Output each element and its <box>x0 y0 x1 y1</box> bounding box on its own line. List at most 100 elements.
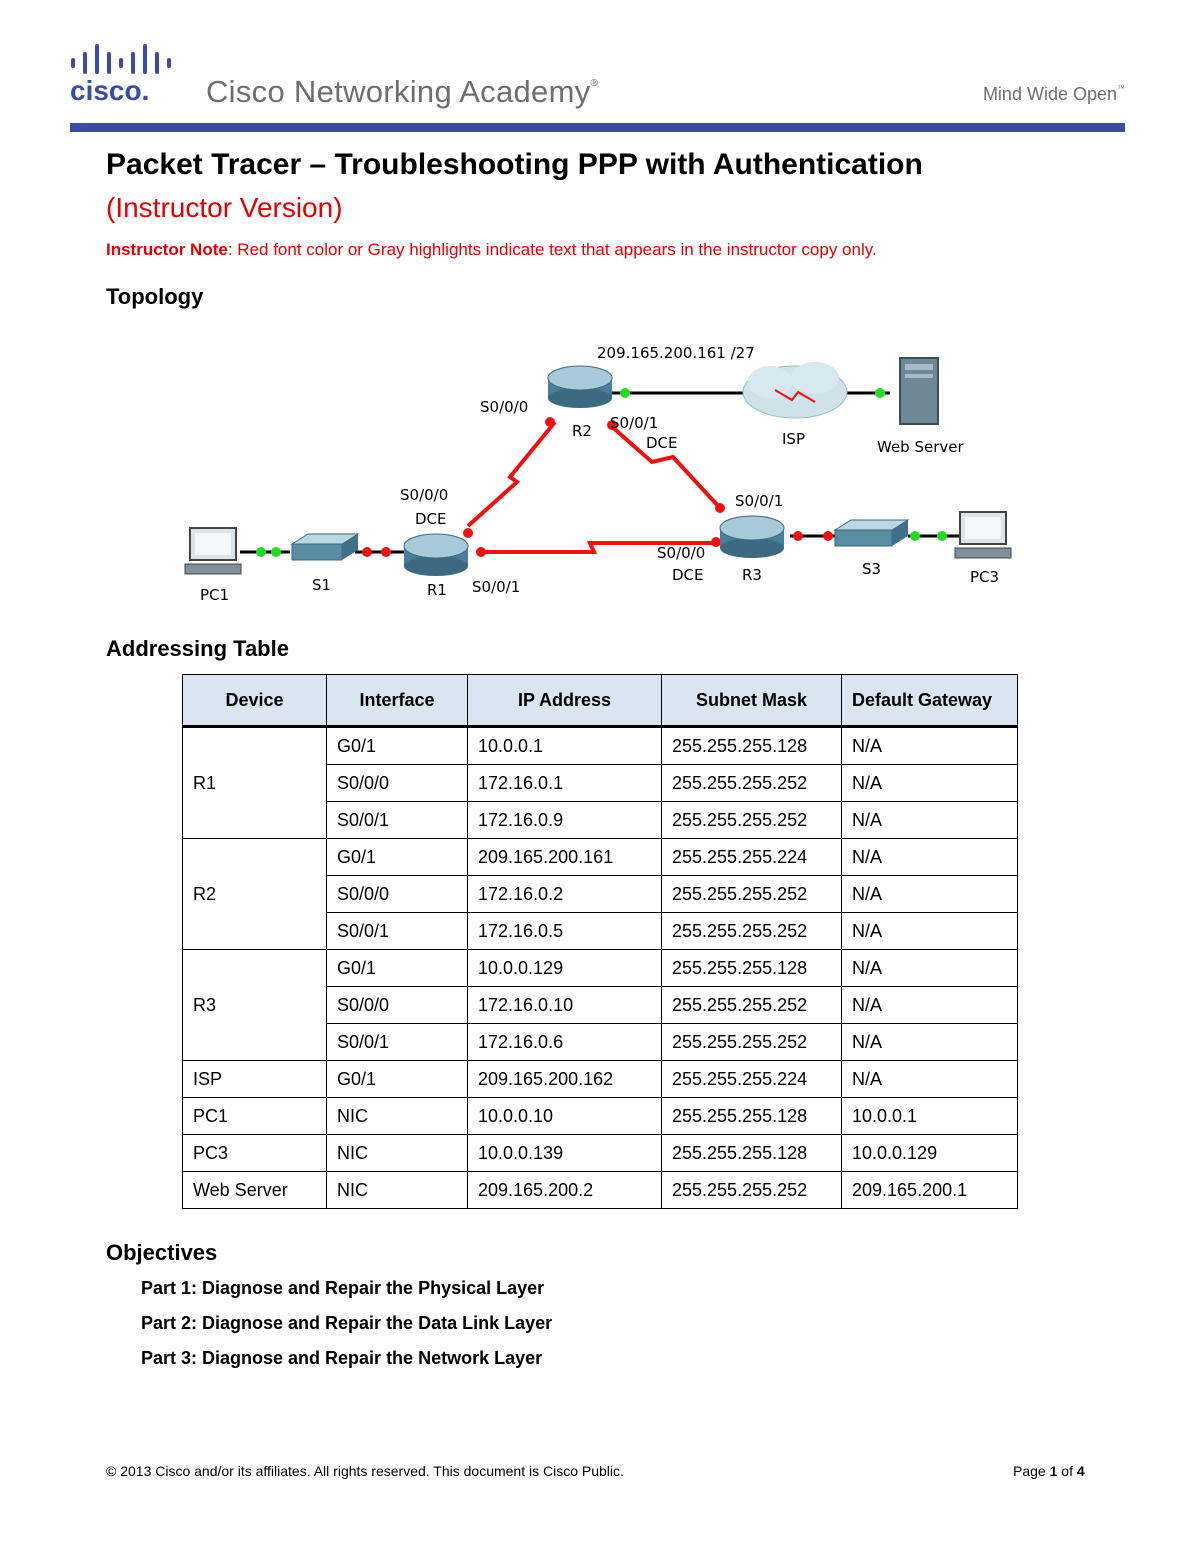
table-cell: S0/0/1 <box>326 1023 468 1061</box>
port-dots <box>256 388 947 557</box>
table-cell: PC3 <box>182 1134 327 1172</box>
column-header: Device <box>182 674 327 728</box>
table-cell: G0/1 <box>326 726 468 765</box>
table-cell: 10.0.0.1 <box>467 726 662 765</box>
pc3-label: PC3 <box>970 568 999 586</box>
table-cell: 255.255.255.252 <box>661 801 842 839</box>
r2-s000-label: S0/0/0 <box>480 398 528 416</box>
web-server-icon <box>899 357 939 425</box>
pc1-icon <box>184 527 242 575</box>
table-header-row: Device Interface IP Address Subnet Mask … <box>182 674 1018 728</box>
table-cell: 209.165.200.162 <box>467 1060 662 1098</box>
table-cell: 10.0.0.129 <box>467 949 662 987</box>
router-r2-icon <box>547 365 613 408</box>
r2-dce-label: DCE <box>646 434 678 452</box>
addressing-table: Device Interface IP Address Subnet Mask … <box>182 674 1018 1209</box>
table-cell: NIC <box>326 1134 468 1172</box>
isp-network-label: 209.165.200.161 /27 <box>597 344 755 362</box>
topology-heading: Topology <box>106 284 204 309</box>
r1-s001-label: S0/0/1 <box>472 578 520 596</box>
table-cell: G0/1 <box>326 949 468 987</box>
table-cell: 255.255.255.252 <box>661 1171 842 1209</box>
table-cell: 209.165.200.161 <box>467 838 662 876</box>
table-cell: N/A <box>841 1023 1018 1061</box>
table-cell: PC1 <box>182 1097 327 1135</box>
cisco-logo: cisco. <box>70 44 171 106</box>
table-cell: G0/1 <box>326 838 468 876</box>
table-cell: NIC <box>326 1171 468 1209</box>
r3-dce-label: DCE <box>672 566 704 584</box>
objective-item: Part 2: Diagnose and Repair the Data Lin… <box>141 1313 553 1333</box>
router-r1-icon <box>403 533 469 576</box>
table-cell: 172.16.0.5 <box>467 912 662 950</box>
objective-item: Part 3: Diagnose and Repair the Network … <box>141 1348 543 1368</box>
s3-label: S3 <box>862 560 881 578</box>
table-cell: S0/0/1 <box>326 801 468 839</box>
objectives-list: Part 1: Diagnose and Repair the Physical… <box>141 1277 552 1382</box>
table-cell: Web Server <box>182 1171 327 1209</box>
table-cell: N/A <box>841 1060 1018 1098</box>
table-cell: 172.16.0.9 <box>467 801 662 839</box>
table-cell: S0/0/0 <box>326 764 468 802</box>
academy-name: Cisco Networking Academy® <box>206 74 599 109</box>
column-header: Subnet Mask <box>661 674 842 728</box>
table-cell: 255.255.255.128 <box>661 726 842 765</box>
table-cell: 10.0.0.1 <box>841 1097 1018 1135</box>
table-cell: R2 <box>182 838 327 950</box>
table-cell: N/A <box>841 875 1018 913</box>
table-cell: 172.16.0.6 <box>467 1023 662 1061</box>
table-cell: 255.255.255.252 <box>661 986 842 1024</box>
table-cell: 255.255.255.128 <box>661 1134 842 1172</box>
table-cell: 172.16.0.2 <box>467 875 662 913</box>
objectives-heading: Objectives <box>106 1240 218 1265</box>
serial-r1-r2 <box>466 420 557 528</box>
table-cell: R3 <box>182 949 327 1061</box>
footer-copyright: © 2013 Cisco and/or its affiliates. All … <box>106 1463 624 1479</box>
isp-label: ISP <box>782 430 805 448</box>
table-cell: N/A <box>841 912 1018 950</box>
column-header: IP Address <box>467 674 662 728</box>
r2-label: R2 <box>572 422 592 440</box>
table-cell: R1 <box>182 726 327 839</box>
table-cell: 10.0.0.139 <box>467 1134 662 1172</box>
table-cell: 172.16.0.1 <box>467 764 662 802</box>
column-header: Interface <box>326 674 468 728</box>
router-r3-icon <box>719 515 785 558</box>
web-server-label: Web Server <box>877 438 964 456</box>
r1-label: R1 <box>427 581 447 599</box>
table-cell: S0/0/0 <box>326 986 468 1024</box>
r1-dce-label: DCE <box>415 510 447 528</box>
table-cell: N/A <box>841 949 1018 987</box>
table-cell: 255.255.255.252 <box>661 764 842 802</box>
addressing-heading: Addressing Table <box>106 636 289 661</box>
instructor-version-label: (Instructor Version) <box>106 192 343 223</box>
table-cell: 255.255.255.252 <box>661 875 842 913</box>
header-rule <box>70 123 1125 132</box>
table-cell: NIC <box>326 1097 468 1135</box>
table-cell: S0/0/0 <box>326 875 468 913</box>
table-cell: 255.255.255.224 <box>661 838 842 876</box>
pc1-label: PC1 <box>200 586 229 604</box>
r2-s001-label: S0/0/1 <box>610 414 658 432</box>
pc3-icon <box>954 511 1012 559</box>
table-cell: G0/1 <box>326 1060 468 1098</box>
svg-text:cisco.: cisco. <box>70 75 149 106</box>
r3-label: R3 <box>742 566 762 584</box>
page-number: Page 1 of 4 <box>1013 1463 1085 1479</box>
tagline: Mind Wide Open™ <box>982 84 1125 104</box>
r1-s000-label: S0/0/0 <box>400 486 448 504</box>
serial-r2-r3 <box>608 423 722 510</box>
table-cell: N/A <box>841 801 1018 839</box>
table-cell: 10.0.0.10 <box>467 1097 662 1135</box>
r3-s000-label: S0/0/0 <box>657 544 705 562</box>
table-cell: 255.255.255.128 <box>661 1097 842 1135</box>
table-cell: 10.0.0.129 <box>841 1134 1018 1172</box>
